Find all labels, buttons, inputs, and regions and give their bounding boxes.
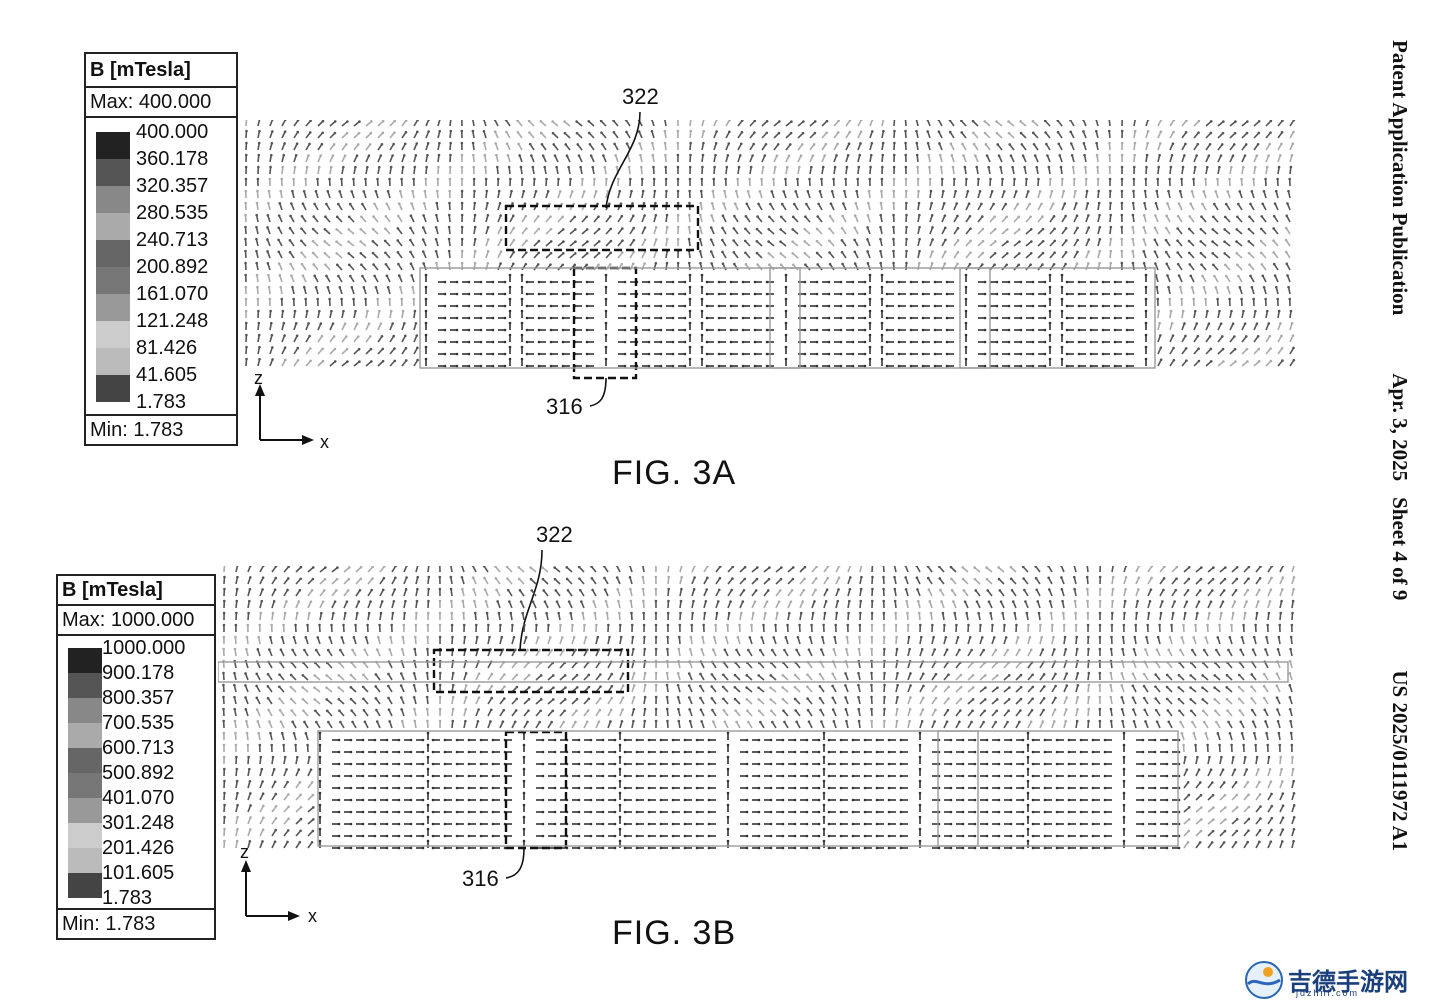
legend-value: 320.357 <box>136 175 209 197</box>
legend-value: 600.713 <box>102 737 175 759</box>
legend-min: Min: 1.783 <box>58 908 214 938</box>
legend-swatch <box>68 823 102 848</box>
legend-value: 500.892 <box>102 762 175 784</box>
legend-swatch <box>96 375 130 402</box>
legend-value: 41.605 <box>136 364 198 386</box>
legend-swatch <box>96 240 130 267</box>
legend-value: 1.783 <box>136 391 187 413</box>
legend-value: 360.178 <box>136 148 209 170</box>
watermark-text: 吉德手游网 <box>1288 969 1408 996</box>
legend-max: Max: 400.000 <box>86 88 236 118</box>
legend-title: B [mTesla] <box>86 54 236 88</box>
axis-triad-3a <box>255 384 314 445</box>
legend-value: 401.070 <box>102 787 175 809</box>
structure-outline <box>317 730 1179 847</box>
legend-swatch <box>68 648 102 673</box>
legend-swatch <box>68 698 102 723</box>
legend-value: 280.535 <box>136 202 209 224</box>
dashed-region <box>432 648 630 694</box>
legend-max: Max: 1000.000 <box>58 606 214 636</box>
ref-316-3a: 316 <box>546 394 583 419</box>
legend-value: 700.535 <box>102 712 175 734</box>
legend-swatch <box>96 294 130 321</box>
legend-value: 800.357 <box>102 687 175 709</box>
axis-x-3b: x <box>308 906 317 926</box>
legend-swatch <box>96 267 130 294</box>
structure-outline <box>769 267 801 369</box>
axis-z-3a: z <box>254 368 263 388</box>
axis-triad-3b <box>241 860 300 921</box>
legend-value: 301.248 <box>102 812 175 834</box>
dashed-region <box>504 204 700 252</box>
structure-outline <box>959 267 991 369</box>
legend-swatch <box>68 798 102 823</box>
ref-316-3b: 316 <box>462 866 499 891</box>
legend-swatch <box>96 213 130 240</box>
vector-field <box>244 120 1296 368</box>
axis-x-3a: x <box>320 432 329 452</box>
legend-swatch <box>68 748 102 773</box>
legend-value: 240.713 <box>136 229 209 251</box>
legend-value: 1.783 <box>102 887 153 909</box>
caption-3b: FIG. 3B <box>612 914 737 952</box>
legend-swatch <box>96 321 130 348</box>
legend-value: 81.426 <box>136 337 198 359</box>
legend-value: 121.248 <box>136 310 209 332</box>
field-plot-3b <box>218 566 1296 850</box>
legend-scale <box>96 132 130 402</box>
legend-value: 200.892 <box>136 256 209 278</box>
structure-outline <box>218 661 1289 683</box>
legend-swatch <box>68 848 102 873</box>
wave-logo-icon <box>1245 961 1283 999</box>
ref-322-3b: 322 <box>536 522 573 547</box>
field-plot-3a <box>244 120 1296 380</box>
watermark-sub: jdzhnl.com <box>1296 988 1360 998</box>
legend-value: 101.605 <box>102 862 175 884</box>
legend-scale <box>68 648 102 898</box>
legend-value: 201.426 <box>102 837 175 859</box>
legend-title: B [mTesla] <box>58 576 214 606</box>
axis-z-3b: z <box>240 842 249 862</box>
legend-value: 161.070 <box>136 283 209 305</box>
legend-swatch <box>68 723 102 748</box>
legend-3a: B [mTesla] Max: 400.000 Min: 1.783 400.0… <box>84 52 238 446</box>
legend-value: 400.000 <box>136 121 209 143</box>
legend-swatch <box>68 673 102 698</box>
legend-min: Min: 1.783 <box>86 414 236 444</box>
legend-swatch <box>96 186 130 213</box>
legend-swatch <box>96 159 130 186</box>
ref-322-3a: 322 <box>622 84 659 109</box>
legend-3b: B [mTesla] Max: 1000.000 Min: 1.783 1000… <box>56 574 216 940</box>
legend-swatch <box>68 873 102 898</box>
structure-outline <box>937 730 979 847</box>
dashed-region <box>504 730 568 850</box>
legend-value: 900.178 <box>102 662 175 684</box>
vector-field <box>222 566 1296 850</box>
site-watermark: 吉德手游网 jdzhnl.com <box>1244 960 1434 1000</box>
legend-value: 1000.000 <box>102 637 186 659</box>
caption-3a: FIG. 3A <box>612 454 737 492</box>
legend-swatch <box>96 132 130 159</box>
legend-swatch <box>96 348 130 375</box>
legend-swatch <box>68 773 102 798</box>
